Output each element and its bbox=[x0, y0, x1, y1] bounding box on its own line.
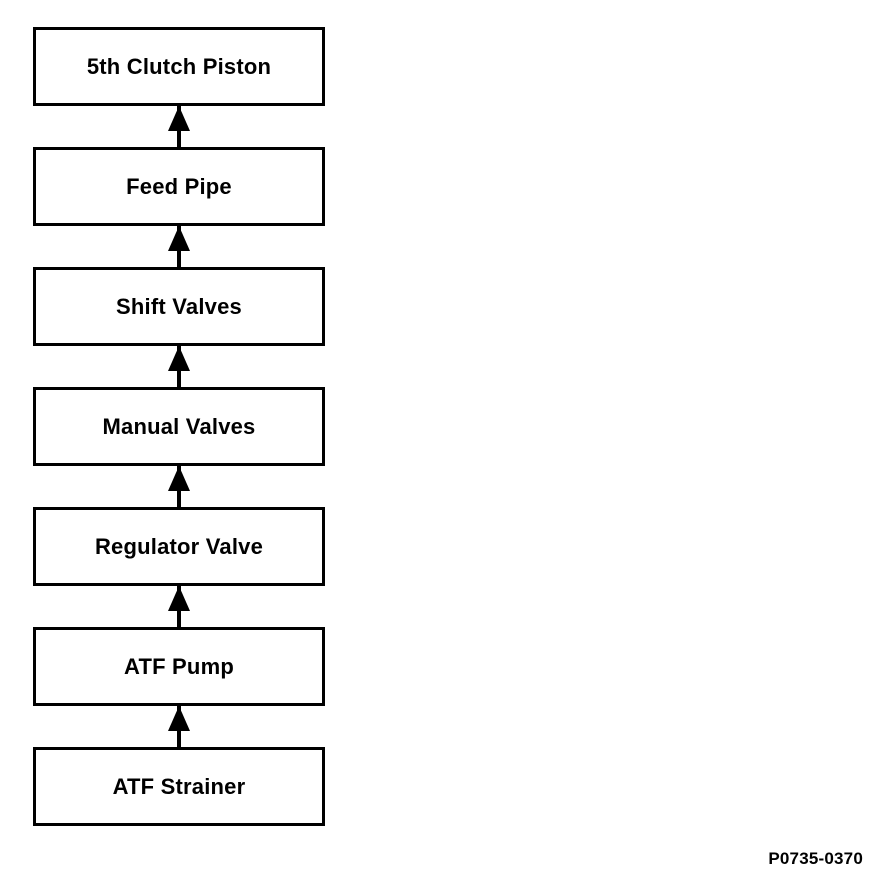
arrow-up-icon bbox=[168, 466, 190, 491]
flow-node-shift-valves: Shift Valves bbox=[33, 267, 325, 346]
flow-node-label: Shift Valves bbox=[116, 293, 242, 319]
arrow-up-icon bbox=[168, 346, 190, 371]
flow-connector-atf-pump-to-regulator-valve bbox=[33, 586, 325, 627]
arrow-up-icon bbox=[168, 226, 190, 251]
flow-connector-feed-pipe-to-5th-clutch-piston bbox=[33, 106, 325, 147]
flow-node-label: Feed Pipe bbox=[126, 173, 232, 199]
flow-connector-shift-valves-to-feed-pipe bbox=[33, 226, 325, 267]
flow-node-manual-valves: Manual Valves bbox=[33, 387, 325, 466]
flow-node-label: Manual Valves bbox=[102, 413, 256, 439]
flow-connector-regulator-valve-to-manual-valves bbox=[33, 466, 325, 507]
flow-node-label: ATF Pump bbox=[124, 653, 234, 679]
arrow-up-icon bbox=[168, 586, 190, 611]
flow-node-5th-clutch-piston: 5th Clutch Piston bbox=[33, 27, 325, 106]
flow-node-label: 5th Clutch Piston bbox=[86, 53, 272, 79]
flow-node-regulator-valve: Regulator Valve bbox=[33, 507, 325, 586]
flow-node-atf-strainer: ATF Strainer bbox=[33, 747, 325, 826]
flow-connector-atf-strainer-to-atf-pump bbox=[33, 706, 325, 747]
flow-node-label: ATF Strainer bbox=[112, 773, 246, 799]
flow-node-feed-pipe: Feed Pipe bbox=[33, 147, 325, 226]
flow-node-label: Regulator Valve bbox=[94, 533, 264, 559]
arrow-up-icon bbox=[168, 106, 190, 131]
flow-node-atf-pump: ATF Pump bbox=[33, 627, 325, 706]
arrow-up-icon bbox=[168, 706, 190, 731]
flow-chart: 5th Clutch Piston Feed Pipe Shift Valves… bbox=[33, 27, 325, 826]
figure-code-label: P0735-0370 bbox=[768, 849, 863, 868]
flow-connector-manual-valves-to-shift-valves bbox=[33, 346, 325, 387]
